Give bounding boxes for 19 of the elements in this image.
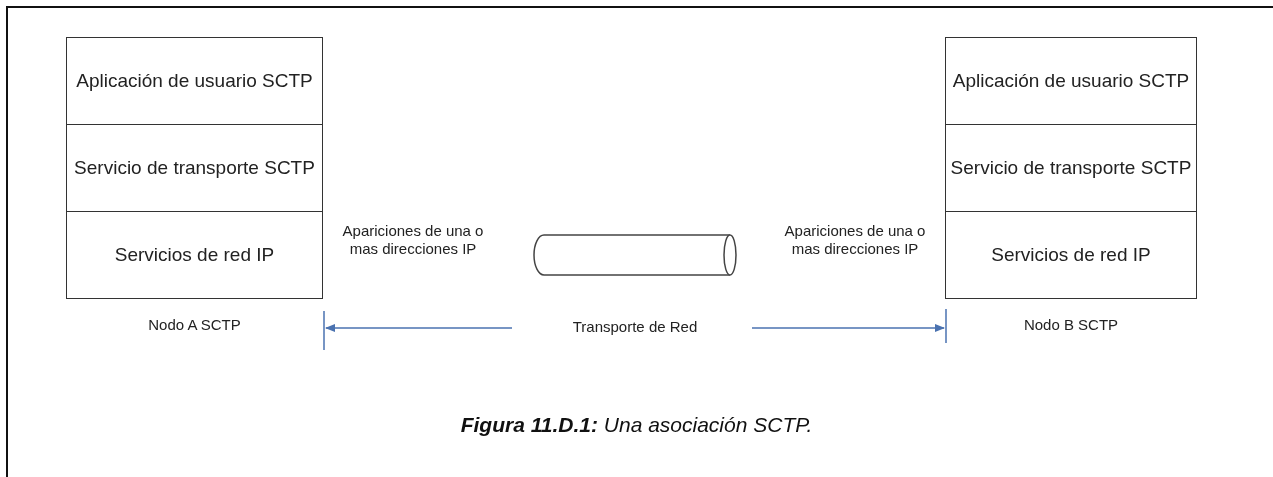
layer-label: Aplicación de usuario SCTP [76,69,313,93]
layer-label: Aplicación de usuario SCTP [952,69,1190,93]
node-name: Nodo B SCTP [1022,316,1120,334]
layer-label: Servicio de transporte SCTP [950,156,1192,180]
layer-box [945,211,1197,299]
layer-box [66,37,323,125]
layer-label: Servicios de red IP [991,243,1151,267]
layer-label: Servicios de red IP [114,243,275,267]
node-name: Nodo A SCTP [147,316,242,334]
address-note: Apariciones de una o mas direcciones IP [341,222,485,258]
layer-box [945,124,1197,212]
span-label: Transporte de Red [571,318,699,336]
layer-box [66,211,323,299]
address-note: Apariciones de una o mas direcciones IP [783,222,927,258]
cylinder-pipe [530,233,740,277]
layer-label: Servicio de transporte SCTP [74,156,315,180]
figure-caption: Figura 11.D.1: Una asociación SCTP. [459,413,814,437]
layer-box [945,37,1197,125]
layer-box [66,124,323,212]
